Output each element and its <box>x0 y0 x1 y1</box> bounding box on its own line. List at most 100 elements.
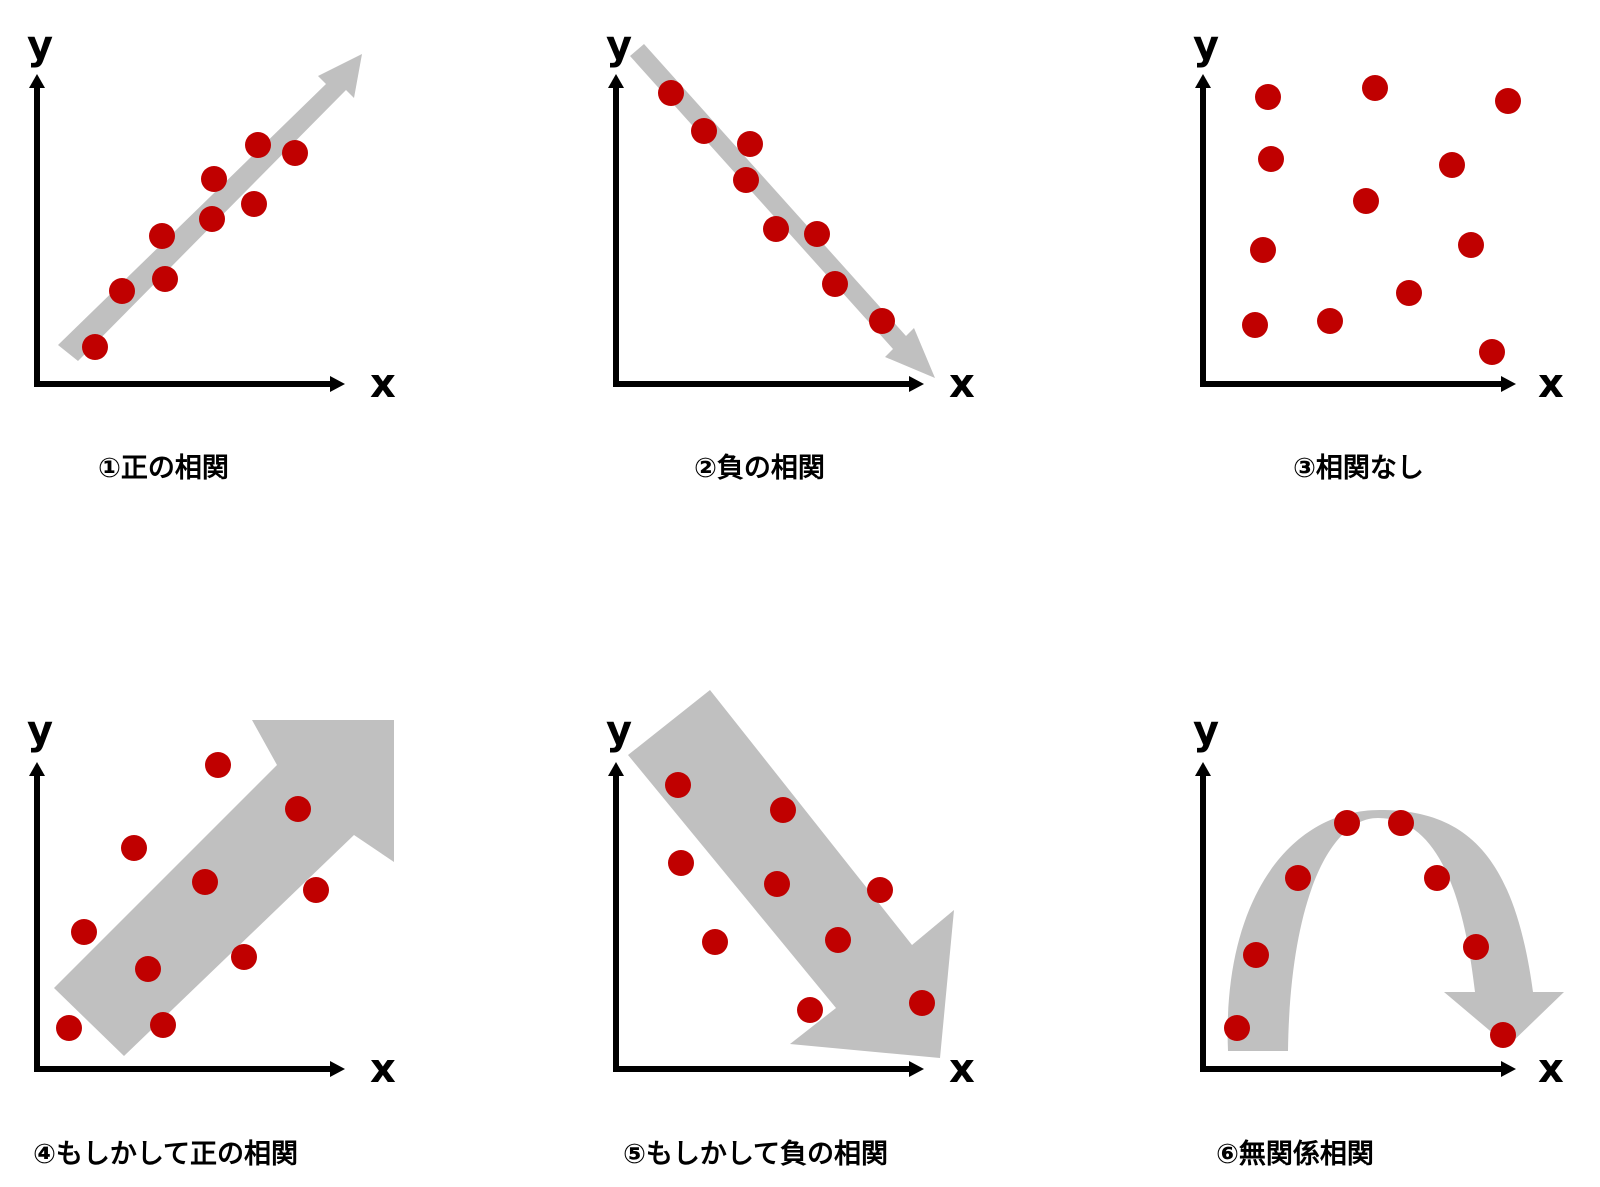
x-axis-label: x <box>1538 361 1564 407</box>
x-axis-arrowhead <box>1501 376 1516 392</box>
data-point <box>763 216 789 242</box>
data-point <box>822 271 848 297</box>
data-point <box>121 835 147 861</box>
axes <box>608 762 924 1077</box>
y-axis-arrowhead <box>1195 762 1211 776</box>
data-point <box>702 929 728 955</box>
y-axis-label: y <box>1193 23 1219 69</box>
data-points <box>56 752 329 1041</box>
data-point <box>1250 237 1276 263</box>
y-axis-arrowhead <box>1195 74 1211 88</box>
data-point <box>1362 75 1388 101</box>
data-point <box>241 191 267 217</box>
data-point <box>1224 1015 1250 1041</box>
data-point <box>1353 188 1379 214</box>
x-axis-arrowhead <box>909 376 924 392</box>
data-points <box>1224 810 1516 1048</box>
data-points <box>658 80 895 334</box>
data-point <box>1463 934 1489 960</box>
data-points <box>82 132 308 360</box>
panel-no-correlation: y x ③相関なし <box>1193 23 1564 484</box>
trend-arrow <box>628 690 954 1058</box>
data-point <box>1285 865 1311 891</box>
x-axis-arrowhead <box>330 1061 345 1077</box>
y-axis-arrowhead <box>29 762 45 776</box>
panel-caption: ⑤もしかして負の相関 <box>623 1139 888 1170</box>
data-point <box>1334 810 1360 836</box>
data-point <box>135 956 161 982</box>
data-point <box>867 877 893 903</box>
y-axis-label: y <box>1193 708 1219 754</box>
data-point <box>1396 280 1422 306</box>
data-point <box>737 131 763 157</box>
y-axis-arrowhead <box>608 74 624 88</box>
data-point <box>150 1012 176 1038</box>
y-axis-label: y <box>27 23 53 69</box>
y-axis-label: y <box>606 708 632 754</box>
data-point <box>658 80 684 106</box>
data-point <box>691 118 717 144</box>
data-point <box>71 919 97 945</box>
data-point <box>665 772 691 798</box>
panel-caption: ②負の相関 <box>694 453 825 484</box>
y-axis-arrowhead <box>608 762 624 776</box>
data-points <box>1242 75 1521 365</box>
panel-caption: ③相関なし <box>1293 453 1424 484</box>
data-point <box>205 752 231 778</box>
data-point <box>1479 339 1505 365</box>
axes <box>29 762 345 1077</box>
data-point <box>1255 84 1281 110</box>
data-point <box>764 871 790 897</box>
data-point <box>152 266 178 292</box>
data-point <box>285 796 311 822</box>
data-point <box>201 166 227 192</box>
panel-caption: ①正の相関 <box>98 453 229 484</box>
x-axis-label: x <box>370 361 396 407</box>
data-point <box>303 877 329 903</box>
panel-negative-correlation: y x ②負の相関 <box>606 23 975 484</box>
axes <box>1195 762 1516 1077</box>
data-point <box>282 140 308 166</box>
panel-positive-correlation: y x ①正の相関 <box>27 23 396 484</box>
y-axis-label: y <box>606 23 632 69</box>
panel-caption: ④もしかして正の相関 <box>33 1139 298 1170</box>
x-axis-label: x <box>949 1046 975 1092</box>
data-point <box>825 927 851 953</box>
data-point <box>1495 88 1521 114</box>
data-point <box>733 167 759 193</box>
axes <box>608 74 924 392</box>
data-point <box>1242 312 1268 338</box>
data-point <box>82 334 108 360</box>
data-point <box>56 1015 82 1041</box>
panel-caption: ⑥無関係相関 <box>1216 1139 1374 1170</box>
data-point <box>1388 810 1414 836</box>
panel-maybe-positive-correlation: y x ④もしかして正の相関 <box>27 708 396 1170</box>
data-point <box>770 797 796 823</box>
panel-unrelated-correlation: y x ⑥無関係相関 <box>1193 708 1564 1170</box>
data-point <box>869 308 895 334</box>
x-axis-label: x <box>949 361 975 407</box>
data-point <box>668 850 694 876</box>
data-point <box>1458 232 1484 258</box>
data-points <box>665 772 935 1023</box>
data-point <box>1317 308 1343 334</box>
y-axis-arrowhead <box>29 74 45 88</box>
data-point <box>804 221 830 247</box>
data-point <box>149 223 175 249</box>
data-point <box>1424 865 1450 891</box>
axes <box>1195 74 1516 392</box>
data-point <box>192 869 218 895</box>
data-point <box>909 990 935 1016</box>
data-point <box>1439 152 1465 178</box>
panel-maybe-negative-correlation: y x ⑤もしかして負の相関 <box>606 690 975 1170</box>
data-point <box>1490 1022 1516 1048</box>
axes <box>29 74 345 392</box>
x-axis-arrowhead <box>1501 1061 1516 1077</box>
data-point <box>1258 146 1284 172</box>
y-axis-label: y <box>27 708 53 754</box>
data-point <box>245 132 271 158</box>
x-axis-arrowhead <box>909 1061 924 1077</box>
trend-arrow <box>1227 810 1564 1051</box>
data-point <box>797 997 823 1023</box>
